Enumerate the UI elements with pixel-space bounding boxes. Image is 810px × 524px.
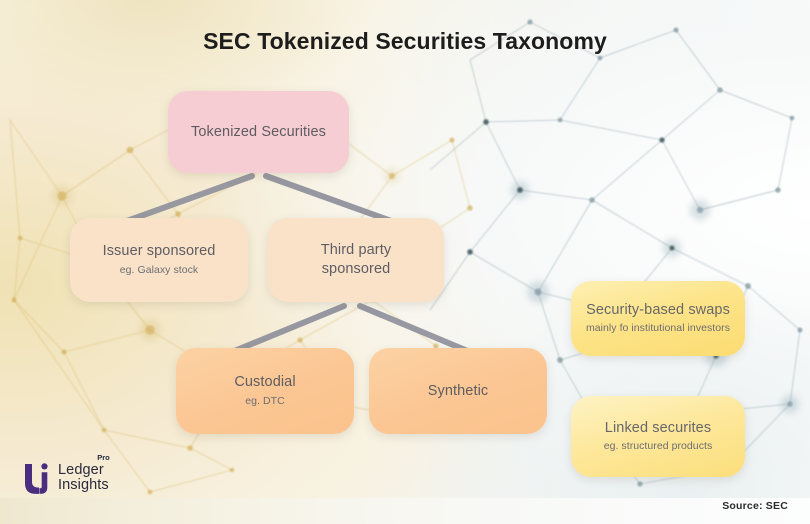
node-synthetic[interactable]: Synthetic [369,348,547,434]
brand-line-1: Ledger [58,462,104,479]
node-linked-securites[interactable]: Linked securites eg. structured products [571,396,745,477]
node-sublabel: eg. DTC [245,394,285,407]
brand-logo-text: Ledger Insights Pro [58,454,110,493]
source-note: Source: SEC [722,500,788,512]
node-label: Security-based swaps [586,301,730,318]
node-label: Issuer sponsored [102,243,216,260]
page-title: SEC Tokenized Securities Taxonomy [203,28,607,54]
node-custodial[interactable]: Custodial eg. DTC [176,348,354,434]
node-tokenized-securities[interactable]: Tokenized Securities [168,91,349,173]
node-sublabel: eg. Galaxy stock [119,263,199,276]
brand-line-2: Insights [58,477,109,493]
brand-logo[interactable]: Ledger Insights Pro [22,454,110,495]
node-label: Linked securites [604,419,712,436]
brand-tier-badge: Pro [97,453,110,463]
node-label: Tokenized Securities [191,123,326,140]
node-label: Synthetic [427,382,489,399]
node-sublabel: mainly fo institutional investors [585,322,731,335]
ledger-insights-u-mark-icon [25,463,48,494]
background-bottom-strip [0,498,810,524]
node-issuer-sponsored[interactable]: Issuer sponsored eg. Galaxy stock [70,218,248,302]
node-label: Third party sponsored [320,242,392,277]
node-security-based-swaps[interactable]: Security-based swaps mainly fo instituti… [571,281,745,356]
node-sublabel: eg. structured products [603,440,713,453]
node-third-party-sponsored[interactable]: Third party sponsored [268,218,444,302]
node-label: Custodial [234,374,296,391]
